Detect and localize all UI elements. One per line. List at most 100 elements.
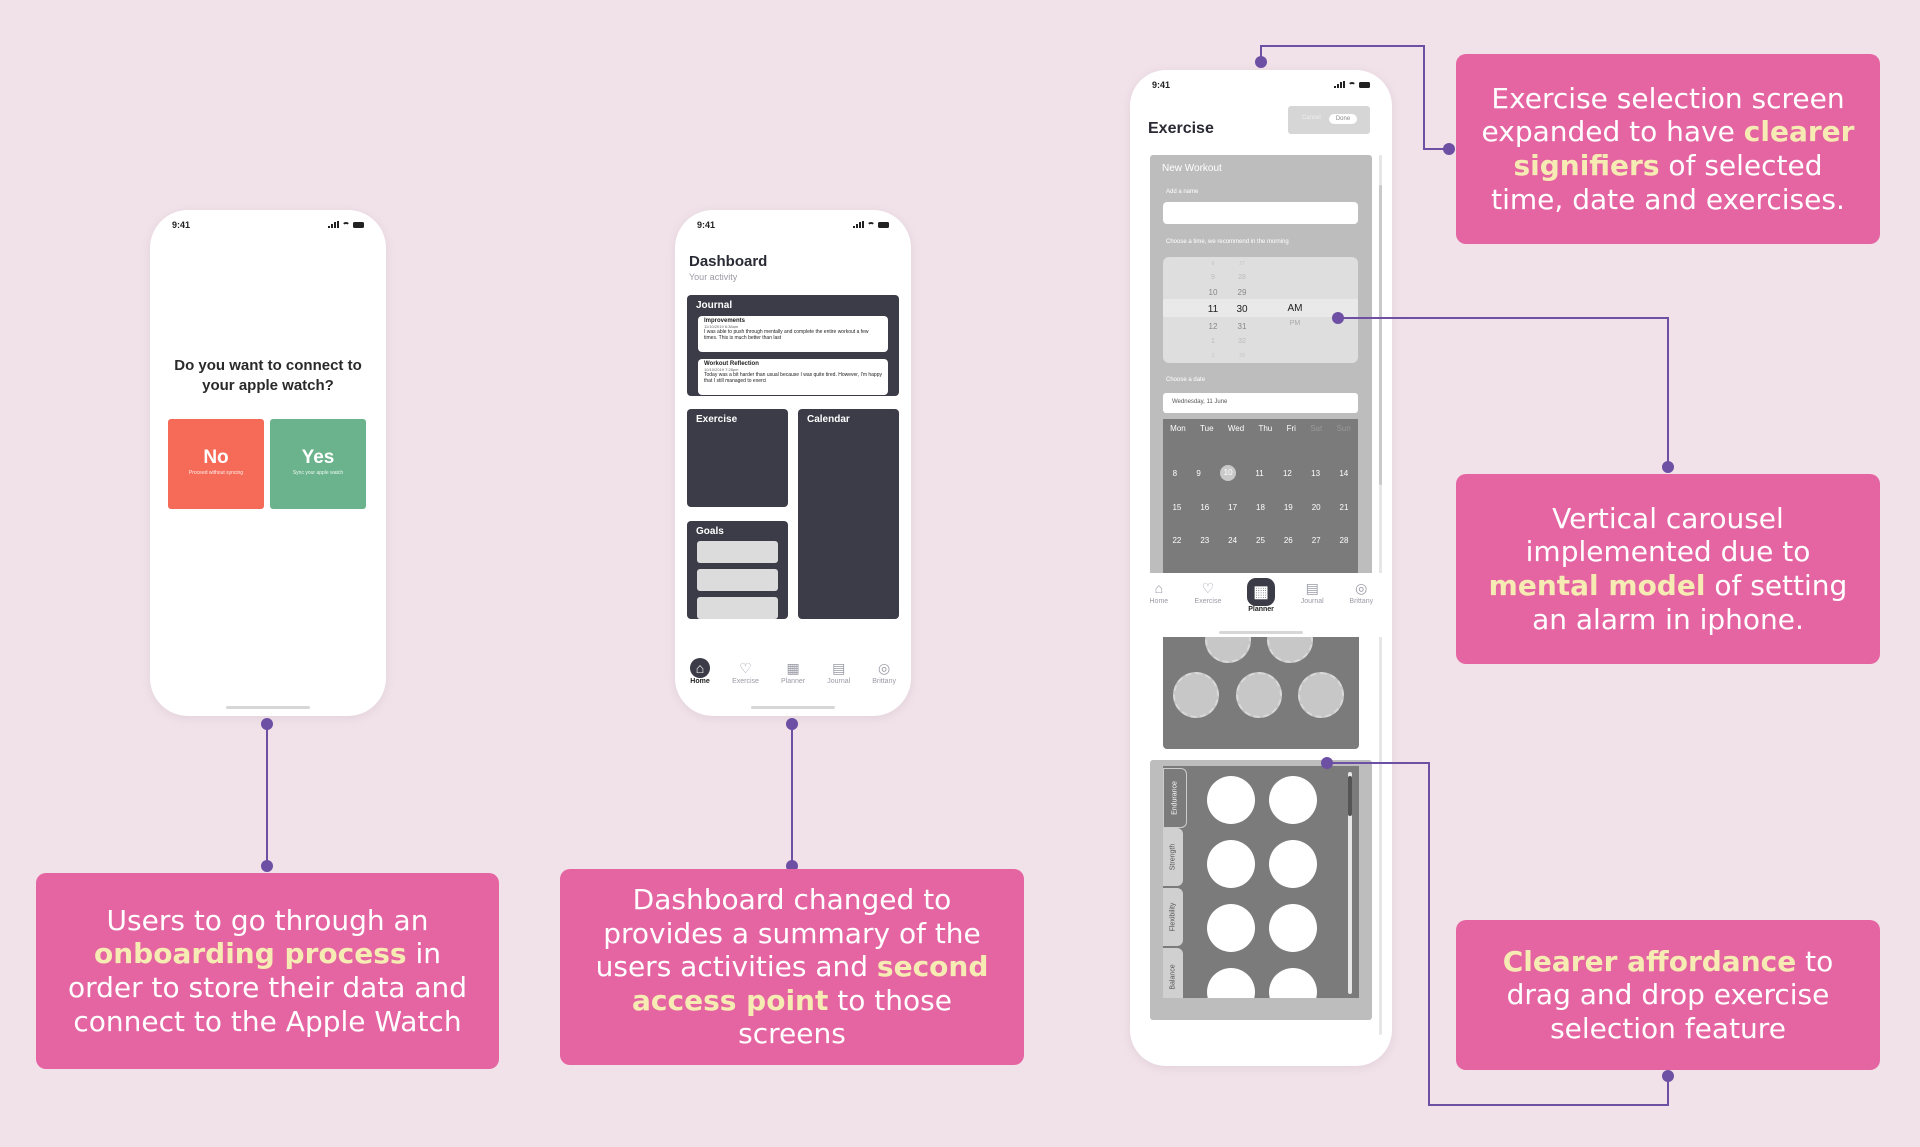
ampm-column[interactable]: AM PM — [1287, 303, 1303, 327]
day-cell[interactable]: 27 — [1311, 536, 1321, 545]
done-button[interactable]: Done — [1329, 114, 1357, 124]
entry-title: Improvements — [704, 318, 746, 324]
page-subtitle: Your activity — [689, 272, 738, 282]
goal-bar — [697, 569, 778, 591]
status-bar: 9:41 — [697, 220, 889, 234]
journal-icon: ▤ — [832, 659, 846, 676]
exercise-option[interactable] — [1269, 904, 1317, 952]
connector-line — [1428, 762, 1430, 1106]
connector-line — [1338, 317, 1668, 319]
exercise-option[interactable] — [1207, 840, 1255, 888]
panel-scrollbar-thumb[interactable] — [1379, 185, 1382, 485]
day-cell[interactable]: 16 — [1200, 503, 1210, 512]
day-cell[interactable]: 13 — [1311, 469, 1321, 478]
minute-column[interactable]: 27 28 29 30 31 32 33 — [1236, 261, 1248, 359]
exercise-option[interactable] — [1207, 776, 1255, 824]
drop-slot[interactable] — [1267, 637, 1313, 663]
no-label: No — [203, 447, 229, 468]
onboarding-phone: 9:41 Do you want to connect to your appl… — [150, 210, 386, 716]
tab-profile[interactable]: ◎Brittany — [872, 659, 896, 686]
exercise-option[interactable] — [1269, 840, 1317, 888]
journal-entry[interactable]: Improvements 11/10/2019 6:38am I was abl… — [698, 316, 888, 352]
day-cell[interactable]: 21 — [1339, 503, 1349, 512]
drop-slot[interactable] — [1298, 672, 1344, 718]
date-input[interactable]: Wednesday, 11 June — [1163, 393, 1358, 413]
exercise-option[interactable] — [1269, 968, 1317, 998]
time-picker[interactable]: 8 9 10 11 12 1 2 27 28 29 30 31 32 33 AM… — [1163, 257, 1358, 363]
day-cell[interactable]: 28 — [1339, 536, 1349, 545]
exercise-option[interactable] — [1269, 776, 1317, 824]
tab-planner[interactable]: ▦Planner — [1247, 578, 1276, 613]
week-row: 22 23 24 25 26 27 28 — [1163, 536, 1358, 545]
day-cell[interactable]: 8 — [1172, 469, 1178, 478]
exercise-option[interactable] — [1207, 904, 1255, 952]
exercise-grid[interactable]: Endurance Strength Flexibility Balance — [1163, 766, 1359, 998]
exercise-card[interactable]: Exercise — [687, 409, 788, 507]
day-cell-selected[interactable]: 10 — [1220, 465, 1237, 481]
home-icon: ⌂ — [690, 658, 711, 678]
grid-scrollbar[interactable] — [1348, 772, 1352, 994]
yes-button[interactable]: Yes Sync your apple watch — [270, 419, 366, 509]
day-cell[interactable]: 14 — [1339, 469, 1349, 478]
grid-scrollbar-thumb[interactable] — [1348, 776, 1352, 816]
day-cell[interactable]: 18 — [1256, 503, 1265, 512]
exercise-selection-panel: Endurance Strength Flexibility Balance — [1150, 760, 1372, 1020]
no-sub: Proceed without syncing — [188, 470, 244, 476]
home-indicator — [751, 706, 835, 709]
connector-dot — [786, 718, 798, 730]
time-label: Choose a time, we recommend in the morni… — [1166, 239, 1289, 245]
cancel-button[interactable]: Cancel — [1302, 115, 1321, 121]
date-label: Choose a date — [1166, 377, 1206, 383]
connector-dot — [261, 860, 273, 872]
day-cell[interactable]: 9 — [1196, 469, 1201, 478]
date-value: Wednesday, 11 June — [1172, 399, 1228, 405]
goals-card[interactable]: Goals — [687, 521, 788, 619]
tab-home[interactable]: ⌂Home — [1149, 580, 1169, 605]
day-cell[interactable]: 17 — [1228, 503, 1238, 512]
tab-home[interactable]: ⌂Home — [690, 658, 711, 685]
day-cell[interactable]: 23 — [1200, 536, 1210, 545]
tab-endurance[interactable]: Endurance — [1163, 768, 1187, 828]
name-input[interactable] — [1163, 202, 1358, 224]
home-icon: ⌂ — [1154, 580, 1164, 596]
connector-line — [266, 724, 268, 866]
goals-label: Goals — [696, 526, 724, 537]
drop-slot[interactable] — [1205, 637, 1251, 663]
day-cell[interactable]: 11 — [1255, 469, 1264, 478]
day-cell[interactable]: 19 — [1283, 503, 1293, 512]
journal-entry[interactable]: Workout Reflection 10/10/2019 7:28pm Tod… — [698, 359, 888, 395]
tab-exercise[interactable]: ♡Exercise — [732, 659, 759, 686]
tab-planner[interactable]: ▦Planner — [781, 659, 806, 686]
new-workout-panel: New Workout Add a name Choose a time, we… — [1150, 155, 1372, 615]
tab-profile[interactable]: ◎Brittany — [1349, 579, 1374, 606]
wifi-icon — [1348, 81, 1356, 88]
day-cell[interactable]: 24 — [1228, 536, 1238, 545]
connector-line — [1260, 45, 1424, 47]
home-indicator — [226, 706, 310, 709]
status-time: 9:41 — [697, 220, 716, 230]
day-cell[interactable]: 20 — [1311, 503, 1321, 512]
drop-slot[interactable] — [1173, 672, 1219, 718]
hour-column[interactable]: 8 9 10 11 12 1 2 — [1207, 261, 1219, 359]
tab-strength[interactable]: Strength — [1163, 828, 1183, 886]
heart-icon: ♡ — [1201, 579, 1215, 596]
exercise-option[interactable] — [1207, 968, 1255, 998]
tab-balance[interactable]: Balance — [1163, 948, 1183, 998]
tab-flexibility[interactable]: Flexibility — [1163, 888, 1183, 946]
day-cell[interactable]: 15 — [1172, 503, 1182, 512]
day-cell[interactable]: 26 — [1283, 536, 1293, 545]
calendar-icon: ▦ — [786, 659, 800, 676]
entry-title: Workout Reflection — [704, 361, 759, 367]
calendar-card[interactable]: Calendar — [798, 409, 899, 619]
no-button[interactable]: No Proceed without syncing — [168, 419, 264, 509]
day-cell[interactable]: 12 — [1282, 469, 1292, 478]
day-cell[interactable]: 22 — [1172, 536, 1182, 545]
exercise-phone: 9:41 Exercise Cancel Done New Workout Ad… — [1130, 70, 1392, 1066]
tab-journal[interactable]: ▤Journal — [1300, 579, 1324, 606]
tab-exercise[interactable]: ♡Exercise — [1194, 579, 1222, 606]
day-cell[interactable]: 25 — [1256, 536, 1265, 545]
journal-card[interactable]: Journal Improvements 11/10/2019 6:38am I… — [687, 295, 899, 396]
drop-slot[interactable] — [1236, 672, 1282, 718]
heart-icon: ♡ — [739, 659, 752, 676]
tab-journal[interactable]: ▤Journal — [827, 659, 851, 686]
